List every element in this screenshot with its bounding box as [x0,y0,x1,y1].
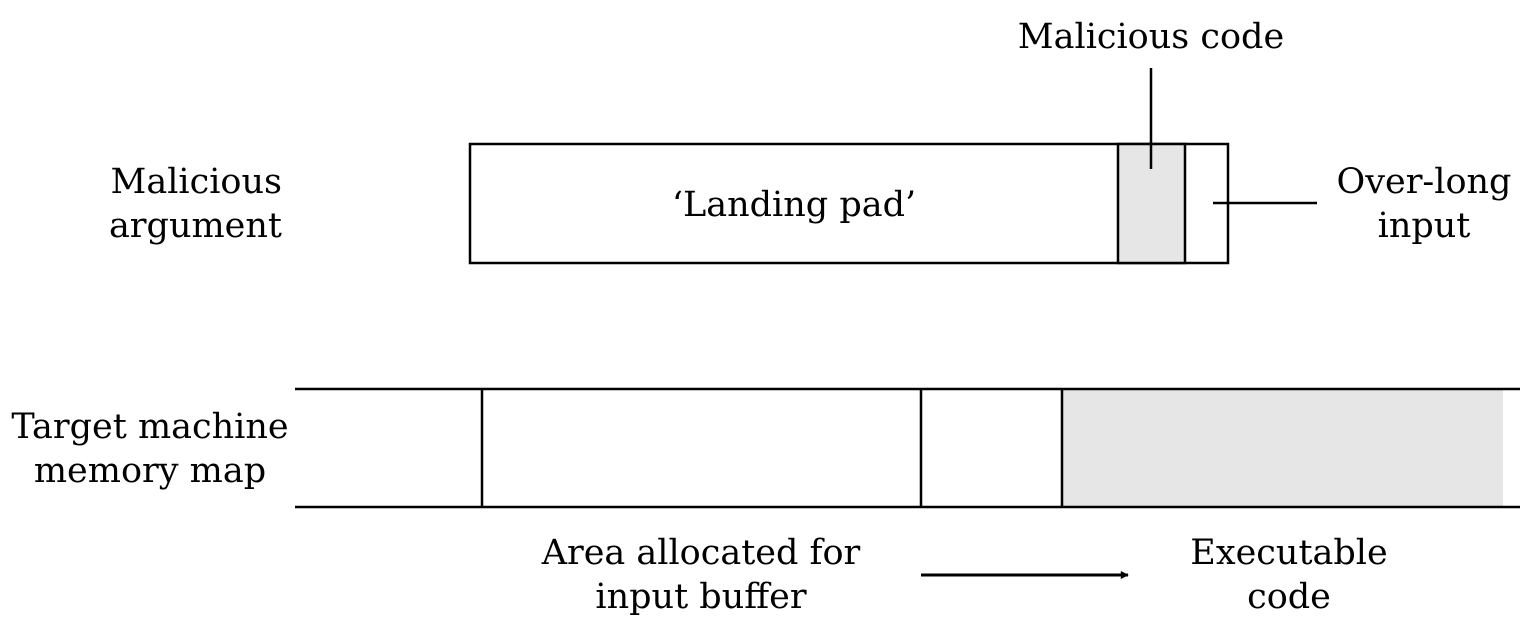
executable-code-label-line1: Executable [1190,533,1387,573]
input-buffer-label-line1: Area allocated for [541,533,861,573]
input-buffer-label-line2: input buffer [595,577,806,617]
malicious-argument-box [468,142,1230,265]
over-long-input-label-line1: Over-long [1337,162,1512,202]
memory-map-label-line1: Target machine [11,407,288,447]
malicious-code-label: Malicious code [1018,17,1284,57]
malicious-argument-label-line2: argument [109,206,282,246]
executable-code-region [1062,389,1503,507]
memory-map-label-line2: memory map [34,451,266,491]
over-long-input-label-line2: input [1378,206,1471,246]
executable-code-label-line2: code [1247,577,1331,617]
malicious-argument-label-line1: Malicious [111,162,282,202]
landing-pad-label: ‘Landing pad’ [672,185,916,225]
